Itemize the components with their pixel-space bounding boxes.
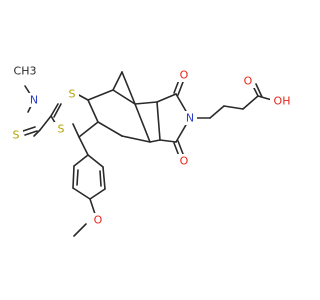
bond <box>78 121 99 138</box>
sulfur-atom-thiazole: S <box>58 123 65 136</box>
hydroxyl-label: OH <box>274 95 291 108</box>
bond <box>24 130 38 136</box>
bond <box>39 115 52 131</box>
bond <box>50 103 59 117</box>
bond <box>97 121 123 137</box>
bond <box>173 79 180 94</box>
bond <box>112 71 123 91</box>
bond <box>89 188 106 200</box>
bond <box>87 99 99 123</box>
bond <box>121 71 136 105</box>
nitrogen-atom-imide: N <box>186 112 194 125</box>
bond <box>149 139 161 143</box>
bond <box>22 126 36 132</box>
structure-drawing: S S S N CH3 N O O O O OH <box>9 62 294 237</box>
thione-sulfur-atom: S <box>13 129 20 142</box>
bond <box>156 101 161 141</box>
bond <box>173 142 180 157</box>
bond <box>73 154 89 167</box>
oxygen-atom-methoxy: O <box>94 214 103 227</box>
oxygen-atom-imide-top: O <box>180 69 189 82</box>
bond-layer <box>22 71 273 237</box>
bond <box>99 170 102 187</box>
oxygen-atom-imide-bottom: O <box>180 155 189 168</box>
bond <box>159 139 177 143</box>
bond <box>102 166 106 190</box>
bond <box>87 154 104 168</box>
bond <box>87 89 114 101</box>
bond <box>73 223 87 237</box>
sulfur-atom-ring: S <box>69 88 76 101</box>
oxygen-atom-acid-carbonyl: O <box>244 75 253 88</box>
bond <box>76 169 79 186</box>
bond <box>72 165 75 189</box>
bond <box>121 135 151 143</box>
bond <box>33 129 41 137</box>
molecule-canvas: S S S N CH3 N O O O O OH <box>9 62 294 237</box>
bond <box>223 105 244 110</box>
bond <box>72 123 80 138</box>
bond <box>177 81 184 96</box>
bond <box>72 187 91 200</box>
bond <box>255 83 263 98</box>
bond <box>209 105 225 119</box>
nitrogen-atom-thiazole: N <box>30 94 38 107</box>
bond <box>89 198 96 215</box>
bond <box>177 140 184 155</box>
bond <box>53 103 62 118</box>
bond <box>257 95 273 101</box>
bond <box>156 93 177 103</box>
bond <box>134 103 151 143</box>
bond <box>78 136 89 156</box>
bond <box>112 89 136 105</box>
bond <box>242 95 259 110</box>
atom-label-layer: S S S N CH3 N O O O O OH <box>9 62 294 227</box>
bond <box>134 101 158 105</box>
methyl-label: CH3 <box>14 65 37 78</box>
